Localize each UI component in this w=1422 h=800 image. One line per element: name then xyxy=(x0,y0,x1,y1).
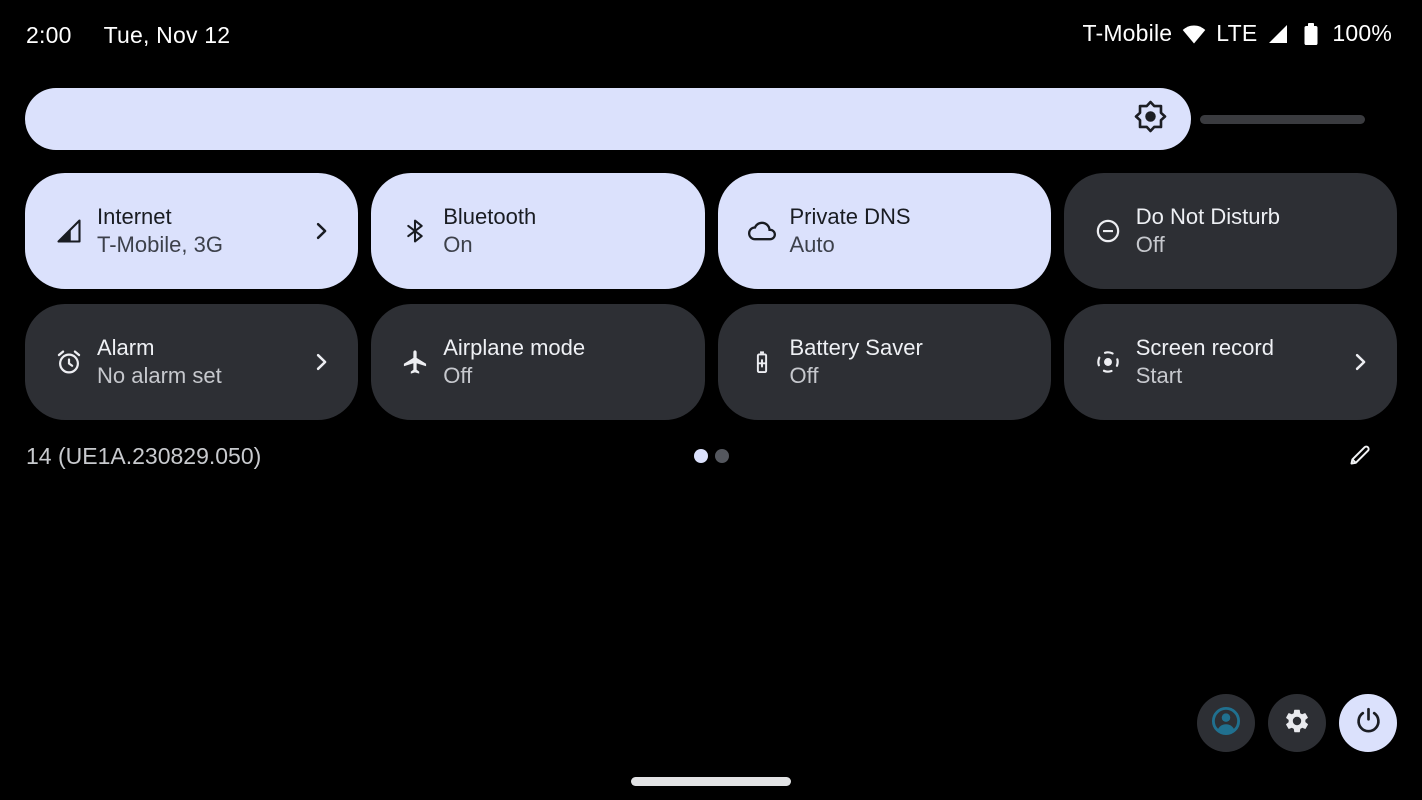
chevron-right-icon[interactable] xyxy=(1347,349,1373,375)
wifi-icon xyxy=(1181,21,1207,47)
do-not-disturb-icon xyxy=(1094,217,1122,245)
quick-settings-grid: Internet T-Mobile, 3G Bluetooth On xyxy=(25,173,1397,420)
pencil-icon xyxy=(1346,441,1374,474)
tile-title: Internet xyxy=(97,204,172,229)
tile-private-dns[interactable]: Private DNS Auto xyxy=(717,173,1051,289)
network-type-label: LTE xyxy=(1216,20,1258,46)
home-gesture-pill[interactable] xyxy=(631,777,791,786)
status-bar-right: T-Mobile LTE 100% xyxy=(1082,20,1392,47)
build-number: 14 (UE1A.230829.050) xyxy=(26,443,262,469)
tile-airplane-mode[interactable]: Airplane mode Off xyxy=(371,304,705,420)
tile-screen-record[interactable]: Screen record Start xyxy=(1063,304,1397,420)
tile-subtitle: Off xyxy=(443,363,473,388)
tile-title: Bluetooth xyxy=(443,204,537,229)
chevron-right-icon[interactable] xyxy=(308,218,334,244)
cloud-icon xyxy=(747,217,776,245)
page-indicator xyxy=(0,449,1422,463)
power-icon xyxy=(1354,706,1383,740)
user-switcher-button[interactable] xyxy=(1197,694,1255,752)
tile-title: Alarm xyxy=(97,335,155,360)
tile-title: Screen record xyxy=(1135,335,1274,360)
tile-title: Private DNS xyxy=(789,204,911,229)
brightness-track[interactable] xyxy=(1200,115,1365,124)
tile-battery-saver[interactable]: Battery Saver Off xyxy=(717,304,1051,420)
page-dot xyxy=(693,449,708,463)
settings-button[interactable] xyxy=(1268,694,1326,752)
alarm-icon xyxy=(55,348,83,376)
chevron-right-icon[interactable] xyxy=(308,349,334,375)
tile-subtitle: No alarm set xyxy=(97,363,222,388)
tile-internet[interactable]: Internet T-Mobile, 3G xyxy=(25,173,359,289)
mobile-data-icon xyxy=(55,217,83,245)
tile-alarm[interactable]: Alarm No alarm set xyxy=(25,304,359,420)
tile-bluetooth[interactable]: Bluetooth On xyxy=(371,173,705,289)
tile-subtitle: Auto xyxy=(789,232,835,257)
tile-subtitle: Off xyxy=(789,363,819,388)
gear-icon xyxy=(1283,707,1311,740)
brightness-fill[interactable] xyxy=(25,88,1191,150)
brightness-slider[interactable] xyxy=(25,88,1365,150)
page-dot xyxy=(714,449,729,463)
cellular-signal-icon xyxy=(1266,22,1290,46)
date: Tue, Nov 12 xyxy=(103,22,231,48)
screen-record-icon xyxy=(1094,348,1122,376)
power-button[interactable] xyxy=(1339,694,1397,752)
tile-subtitle: T-Mobile, 3G xyxy=(97,232,223,257)
airplane-icon xyxy=(401,348,429,376)
tile-title: Battery Saver xyxy=(789,335,923,360)
edit-tiles-button[interactable] xyxy=(1336,433,1384,481)
user-icon xyxy=(1209,704,1243,743)
tile-subtitle: Off xyxy=(1135,232,1165,257)
tile-subtitle: On xyxy=(443,232,473,257)
battery-saver-icon xyxy=(748,348,776,376)
battery-percent-label: 100% xyxy=(1332,20,1392,46)
clock: 2:00 xyxy=(26,22,72,48)
carrier-label: T-Mobile xyxy=(1082,20,1173,46)
tile-subtitle: Start xyxy=(1135,363,1183,388)
brightness-icon xyxy=(1132,98,1169,140)
battery-icon xyxy=(1299,21,1323,47)
status-bar-left: 2:00 Tue, Nov 12 xyxy=(26,22,230,49)
tile-title: Airplane mode xyxy=(443,335,586,360)
tile-title: Do Not Disturb xyxy=(1135,204,1281,229)
tile-do-not-disturb[interactable]: Do Not Disturb Off xyxy=(1063,173,1397,289)
bluetooth-icon xyxy=(401,217,429,245)
